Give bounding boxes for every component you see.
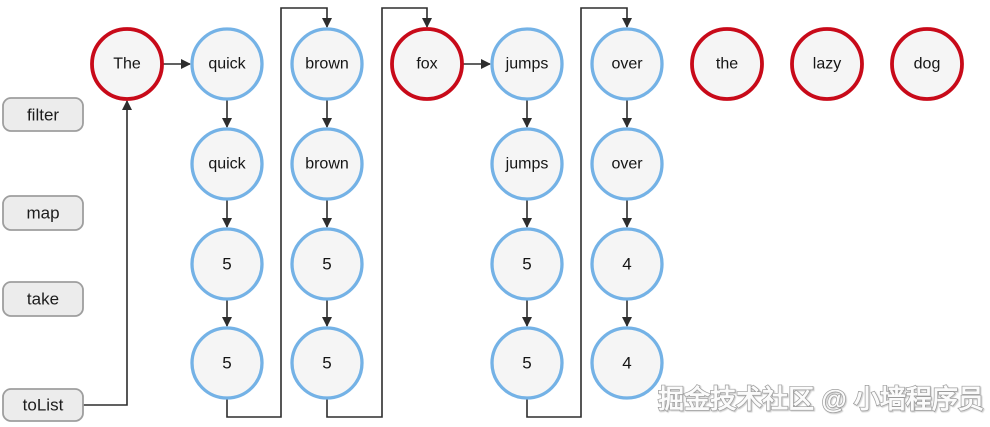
stage-tolist: toList [2,388,84,422]
stage-take-box [2,281,84,317]
stage-tolist-box [2,388,84,422]
map-node-4-circle [590,227,664,301]
filter-node-over: over [590,127,664,201]
stage-map-label: map [26,204,59,223]
source-node-the-circle [90,27,164,101]
take-node-3-label: 5 [522,354,531,373]
source-node-brown-circle [290,27,364,101]
stage-filter: filter [2,97,84,132]
take-node-4: 4 [590,326,664,400]
filter-node-quick-circle [190,127,264,201]
map-node-1-label: 5 [222,255,231,274]
take-node-4-circle [590,326,664,400]
stage-filter-label: filter [27,106,59,125]
take-node-1: 5 [190,326,264,400]
take-node-4-label: 4 [622,354,631,373]
filter-node-jumps-circle [490,127,564,201]
edge-loop-quick-to-brown [226,7,332,418]
source-node-the-label: The [113,56,141,73]
source-node-over-label: over [611,56,643,73]
take-node-2: 5 [290,326,364,400]
edges-layer [83,7,632,418]
take-node-1-circle [190,326,264,400]
source-node-jumps-circle [490,27,564,101]
source-node-over: over [590,27,664,101]
source-node-jumps: jumps [490,27,564,101]
source-node-fox-label: fox [416,56,437,73]
take-node-3-circle [490,326,564,400]
source-node-jumps-label: jumps [505,56,549,73]
filter-node-brown-circle [290,127,364,201]
edge-tolist-to-the [83,100,132,406]
source-node-dog-label: dog [914,56,941,73]
source-node-quick-label: quick [208,56,246,73]
stage-map: map [2,195,84,231]
source-node-over-circle [590,27,664,101]
take-node-3: 5 [490,326,564,400]
stage-filter-box [2,97,84,132]
edge-loop-jumps-to-over [526,7,632,418]
watermark-text: 掘金技术社区 @ 小墙程序员 [658,384,984,414]
take-node-2-label: 5 [322,354,331,373]
map-node-2: 5 [290,227,364,301]
source-node-lazy-circle [790,27,864,101]
stage-take-label: take [27,290,59,309]
map-node-2-circle [290,227,364,301]
map-node-1-circle [190,227,264,301]
source-node-dog: dog [890,27,964,101]
edge-loop-brown-to-fox [326,7,432,418]
source-node-the: The [90,27,164,101]
stage-tolist-label: toList [23,396,64,415]
source-node-fox-circle [390,27,464,101]
filter-node-jumps-label: jumps [505,156,549,173]
filter-node-jumps: jumps [490,127,564,201]
take-node-2-circle [290,326,364,400]
filter-node-over-label: over [611,156,643,173]
map-node-2-label: 5 [322,255,331,274]
source-node-brown-label: brown [305,56,349,73]
source-node-quick: quick [190,27,264,101]
map-node-4-label: 4 [622,255,631,274]
take-node-1-label: 5 [222,354,231,373]
filter-node-quick: quick [190,127,264,201]
filter-node-brown-label: brown [305,156,349,173]
map-node-3-circle [490,227,564,301]
source-node-lazy-label: lazy [813,56,841,73]
filter-node-brown: brown [290,127,364,201]
map-node-4: 4 [590,227,664,301]
source-node-the2: the [690,27,764,101]
stage-take: take [2,281,84,317]
map-node-3: 5 [490,227,564,301]
filter-node-over-circle [590,127,664,201]
filter-node-quick-label: quick [208,156,246,173]
stage-map-box [2,195,84,231]
source-node-quick-circle [190,27,264,101]
source-node-brown: brown [290,27,364,101]
map-node-3-label: 5 [522,255,531,274]
map-node-1: 5 [190,227,264,301]
source-node-lazy: lazy [790,27,864,101]
source-node-dog-circle [890,27,964,101]
source-node-the2-circle [690,27,764,101]
source-node-the2-label: the [716,56,738,73]
source-node-fox: fox [390,27,464,101]
